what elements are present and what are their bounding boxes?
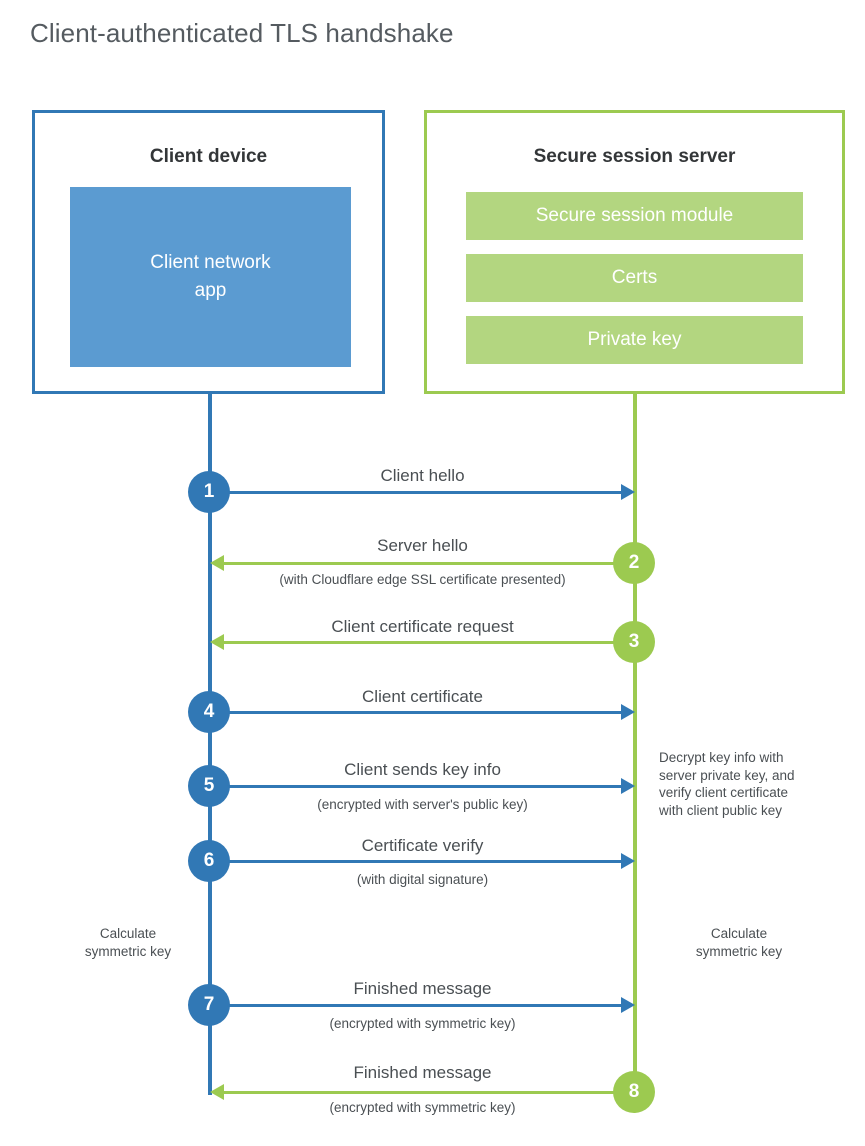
step-5-circle: 5 bbox=[188, 765, 230, 807]
step-4-label: Client certificate bbox=[362, 687, 483, 706]
client-network-app-block: Client network app bbox=[70, 187, 351, 367]
client-device-title: Client device bbox=[149, 146, 268, 167]
step-8-circle: 8 bbox=[613, 1071, 655, 1113]
step-1-arrow-line bbox=[210, 491, 621, 494]
step-2-label: Server hello bbox=[377, 536, 468, 555]
step-3-label: Client certificate request bbox=[331, 617, 514, 636]
step-3-circle: 3 bbox=[613, 621, 655, 663]
client-device-box: Client device Client network app bbox=[32, 110, 385, 394]
step-3-arrow-head-icon bbox=[210, 634, 224, 650]
step-5-sublabel: (encrypted with server's public key) bbox=[317, 797, 528, 812]
step-7-circle: 7 bbox=[188, 984, 230, 1026]
server-decrypt-note: Decrypt key info with server private key… bbox=[659, 750, 795, 818]
server-module-secure-session-module: Secure session module bbox=[466, 192, 803, 240]
server-lifeline bbox=[633, 393, 637, 1093]
step-8-sublabel: (encrypted with symmetric key) bbox=[329, 1100, 516, 1115]
step-4-circle: 4 bbox=[188, 691, 230, 733]
secure-session-server-box: Secure session server Secure session mod… bbox=[424, 110, 845, 394]
step-3-arrow-line bbox=[224, 641, 633, 644]
step-6-circle: 6 bbox=[188, 840, 230, 882]
step-6-label: Certificate verify bbox=[361, 836, 484, 855]
client-calculate-symmetric-key-note: Calculate symmetric key bbox=[84, 926, 172, 959]
server-module-private-key: Private key bbox=[466, 316, 803, 364]
server-calculate-symmetric-key-note: Calculate symmetric key bbox=[695, 926, 783, 959]
step-8-label: Finished message bbox=[353, 1063, 492, 1082]
step-5-arrow-head-icon bbox=[621, 778, 635, 794]
page-title: Client-authenticated TLS handshake bbox=[30, 18, 454, 48]
step-7-label: Finished message bbox=[353, 979, 492, 998]
step-8-arrow-head-icon bbox=[210, 1084, 224, 1100]
step-2-sublabel: (with Cloudflare edge SSL certificate pr… bbox=[279, 572, 566, 587]
step-2-arrow-line bbox=[224, 562, 633, 565]
step-5-arrow-line bbox=[210, 785, 621, 788]
server-module-certs: Certs bbox=[466, 254, 803, 302]
step-4-arrow-head-icon bbox=[621, 704, 635, 720]
step-6-arrow-line bbox=[210, 860, 621, 863]
step-1-arrow-head-icon bbox=[621, 484, 635, 500]
step-7-arrow-head-icon bbox=[621, 997, 635, 1013]
client-lifeline bbox=[208, 393, 212, 1095]
step-2-circle: 2 bbox=[613, 542, 655, 584]
step-1-circle: 1 bbox=[188, 471, 230, 513]
step-2-arrow-head-icon bbox=[210, 555, 224, 571]
step-6-sublabel: (with digital signature) bbox=[356, 872, 489, 887]
step-7-sublabel: (encrypted with symmetric key) bbox=[329, 1016, 516, 1031]
step-5-label: Client sends key info bbox=[344, 760, 501, 779]
step-4-arrow-line bbox=[210, 711, 621, 714]
secure-session-server-title: Secure session server bbox=[533, 146, 736, 167]
step-1-label: Client hello bbox=[380, 466, 465, 485]
step-8-arrow-line bbox=[224, 1091, 633, 1094]
step-6-arrow-head-icon bbox=[621, 853, 635, 869]
step-7-arrow-line bbox=[210, 1004, 621, 1007]
